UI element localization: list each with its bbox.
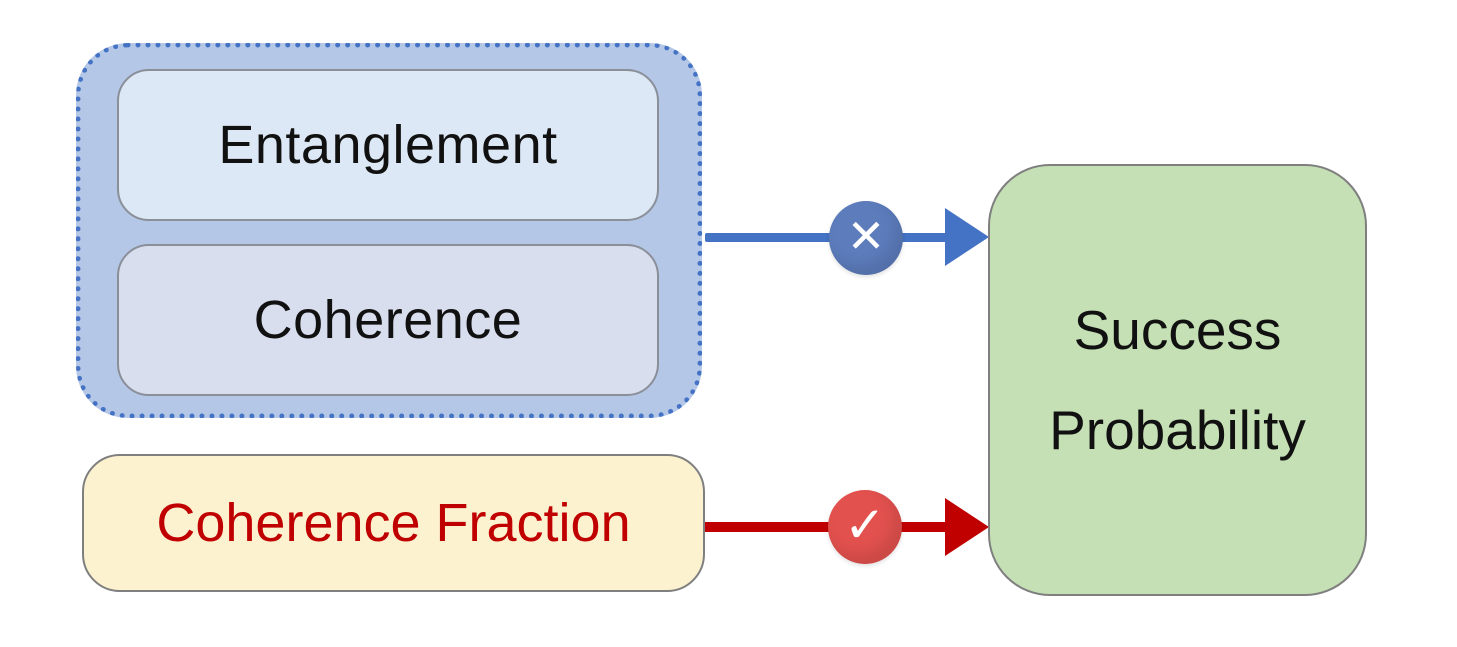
entanglement-label: Entanglement	[218, 115, 558, 175]
check-icon: ✓	[828, 490, 902, 564]
coherence-fraction-box: Coherence Fraction	[82, 454, 705, 592]
red-arrowhead-icon	[945, 498, 989, 556]
blue-arrowhead-icon	[945, 208, 989, 266]
cross-glyph: ✕	[846, 209, 886, 263]
entanglement-box: Entanglement	[117, 69, 659, 221]
coherence-label: Coherence	[253, 290, 523, 350]
success-label-line2: Probability	[1049, 399, 1306, 461]
success-label-line1: Success	[1073, 298, 1282, 361]
coherence-fraction-label: Coherence Fraction	[156, 493, 631, 553]
success-probability-box: Success Probability	[988, 164, 1367, 596]
red-arrow-line	[703, 522, 949, 532]
check-glyph: ✓	[844, 496, 886, 554]
resource-group: Entanglement Coherence	[76, 43, 702, 418]
cross-icon: ✕	[829, 201, 903, 275]
coherence-box: Coherence	[117, 244, 659, 396]
blue-arrow-line	[705, 233, 949, 242]
